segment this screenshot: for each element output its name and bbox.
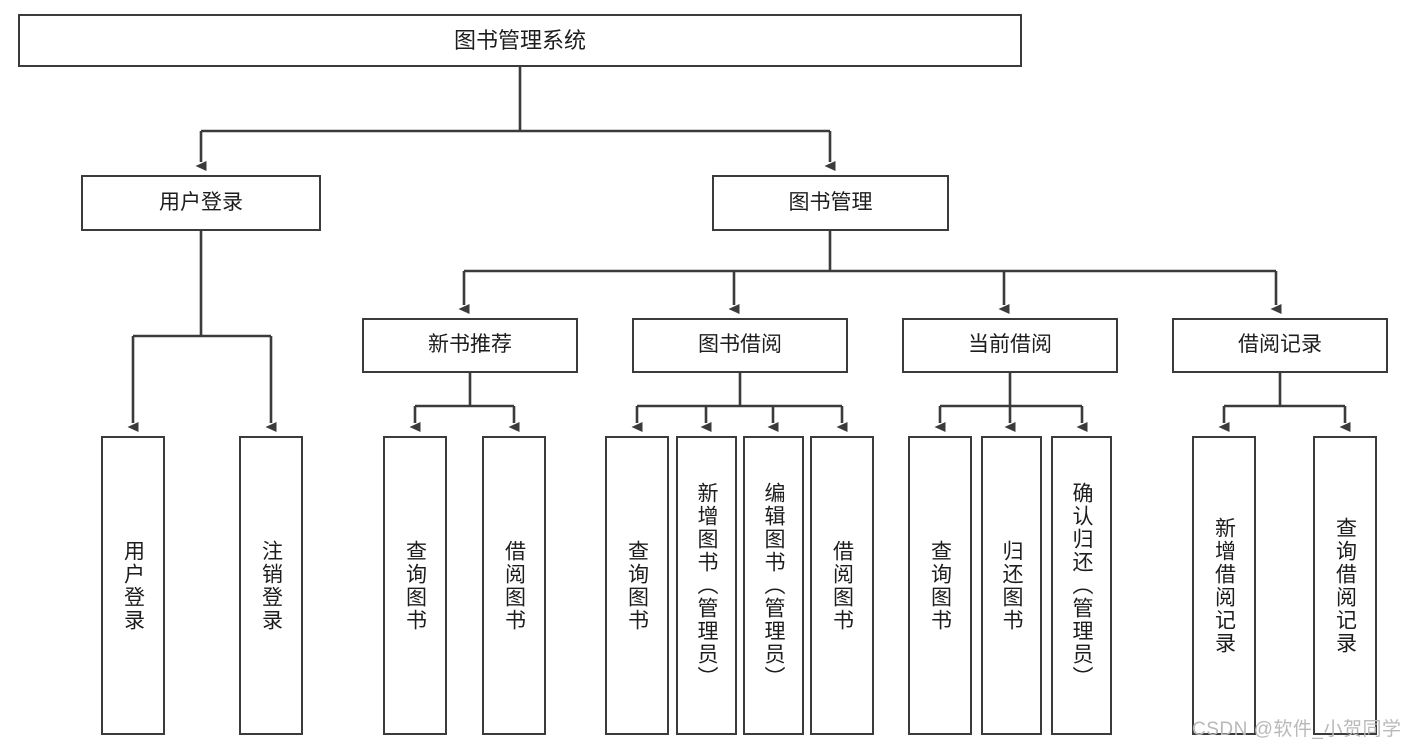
node-leaf-logout-login-label: 注销登录 (259, 539, 283, 632)
node-leaf-confirm-return[interactable]: 确认归还（管理员） (1051, 436, 1112, 735)
node-leaf-query-book-2-label: 查询图书 (625, 539, 649, 632)
node-leaf-add-borrow-record-label: 新增借阅记录 (1212, 516, 1236, 655)
node-leaf-edit-book[interactable]: 编辑图书（管理员） (743, 436, 804, 735)
node-leaf-user-login-label: 用户登录 (121, 539, 145, 632)
node-user-login[interactable]: 用户登录 (81, 175, 321, 231)
node-leaf-query-borrow-record[interactable]: 查询借阅记录 (1313, 436, 1377, 735)
watermark: CSDN @软件_小贺同学 (1192, 719, 1402, 740)
node-book-management[interactable]: 图书管理 (712, 175, 949, 231)
node-leaf-user-login[interactable]: 用户登录 (101, 436, 165, 735)
node-leaf-return-book[interactable]: 归还图书 (981, 436, 1042, 735)
node-root-label: 图书管理系统 (453, 27, 586, 53)
node-leaf-add-borrow-record[interactable]: 新增借阅记录 (1192, 436, 1256, 735)
node-leaf-borrow-book-2[interactable]: 借阅图书 (810, 436, 874, 735)
node-user-login-label: 用户登录 (159, 190, 243, 214)
node-new-book-recommend[interactable]: 新书推荐 (362, 318, 578, 373)
node-leaf-query-book-1[interactable]: 查询图书 (383, 436, 447, 735)
node-leaf-query-borrow-record-label: 查询借阅记录 (1333, 516, 1357, 655)
node-leaf-confirm-return-label: 确认归还（管理员） (1070, 482, 1093, 689)
node-book-borrow[interactable]: 图书借阅 (632, 318, 848, 373)
node-leaf-borrow-book-1-label: 借阅图书 (502, 539, 526, 632)
node-leaf-edit-book-label: 编辑图书（管理员） (762, 482, 785, 689)
node-leaf-borrow-book-2-label: 借阅图书 (830, 539, 854, 632)
node-leaf-return-book-label: 归还图书 (1000, 539, 1023, 632)
node-root[interactable]: 图书管理系统 (18, 14, 1022, 67)
node-current-borrow-label: 当前借阅 (968, 333, 1052, 357)
node-borrow-record-label: 借阅记录 (1238, 333, 1322, 357)
node-leaf-query-book-3[interactable]: 查询图书 (908, 436, 972, 735)
node-leaf-query-book-1-label: 查询图书 (403, 539, 427, 632)
node-leaf-add-book[interactable]: 新增图书（管理员） (676, 436, 737, 735)
node-leaf-query-book-3-label: 查询图书 (928, 539, 952, 632)
node-book-borrow-label: 图书借阅 (698, 333, 782, 357)
node-current-borrow[interactable]: 当前借阅 (902, 318, 1118, 373)
node-new-book-recommend-label: 新书推荐 (428, 333, 512, 357)
node-leaf-add-book-label: 新增图书（管理员） (695, 482, 718, 689)
node-borrow-record[interactable]: 借阅记录 (1172, 318, 1388, 373)
node-leaf-logout-login[interactable]: 注销登录 (239, 436, 303, 735)
node-book-management-label: 图书管理 (788, 190, 873, 214)
node-leaf-borrow-book-1[interactable]: 借阅图书 (482, 436, 546, 735)
node-leaf-query-book-2[interactable]: 查询图书 (605, 436, 669, 735)
